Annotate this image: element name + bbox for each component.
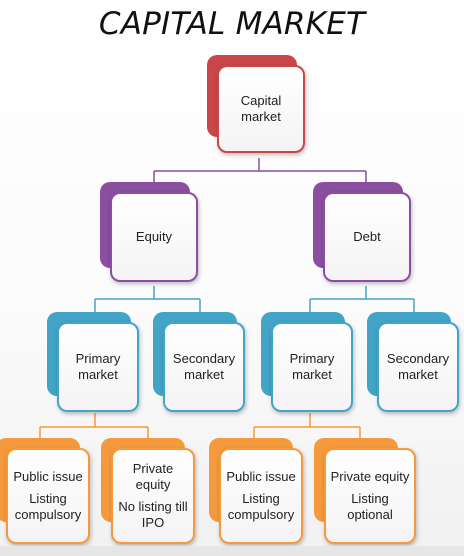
connectors-level2-to-level3 (94, 286, 415, 312)
connectors-level3-to-level4 (39, 413, 361, 438)
node-label: Primary market (75, 350, 121, 382)
node-box: Primary market (57, 322, 139, 412)
node-box: Debt (323, 192, 411, 282)
node-label: IPO (141, 515, 165, 531)
node-label: Private equity (132, 460, 174, 492)
connectors-root-to-level2 (153, 158, 367, 182)
page-title: CAPITAL MARKET (98, 6, 366, 42)
node-label: Private equity (330, 468, 410, 484)
node-label: compulsory (14, 507, 82, 523)
node-box: Public issue Listing compulsory (219, 448, 303, 544)
node-label: Public issue (226, 468, 296, 484)
node-box: Public issue Listing compulsory (6, 448, 90, 544)
node-label: market (184, 367, 224, 382)
node-label: market (398, 367, 438, 382)
node-label: Listing optional (347, 490, 393, 523)
node-label: Secondary (172, 350, 236, 366)
node-box: Private equity No listing till IPO (111, 448, 195, 544)
node-label: compulsory (227, 507, 295, 523)
node-label: Listing (242, 490, 280, 506)
node-box: Private equity Listing optional (324, 448, 416, 544)
node-box: Secondary market (377, 322, 459, 412)
node-label: Secondary (386, 350, 450, 366)
node-box: Primary market (271, 322, 353, 412)
node-label: Primary market (289, 350, 335, 382)
node-label: Listing (29, 490, 67, 506)
node-label: No listing till (118, 499, 188, 514)
node-label: Equity (135, 228, 173, 244)
node-label: Capital market (240, 92, 282, 124)
node-box: Secondary market (163, 322, 245, 412)
bottom-strip (0, 546, 464, 556)
node-box: Capital market (217, 65, 305, 153)
node-label: Debt (353, 228, 381, 244)
node-box: Equity (110, 192, 198, 282)
node-label: Public issue (13, 468, 83, 484)
